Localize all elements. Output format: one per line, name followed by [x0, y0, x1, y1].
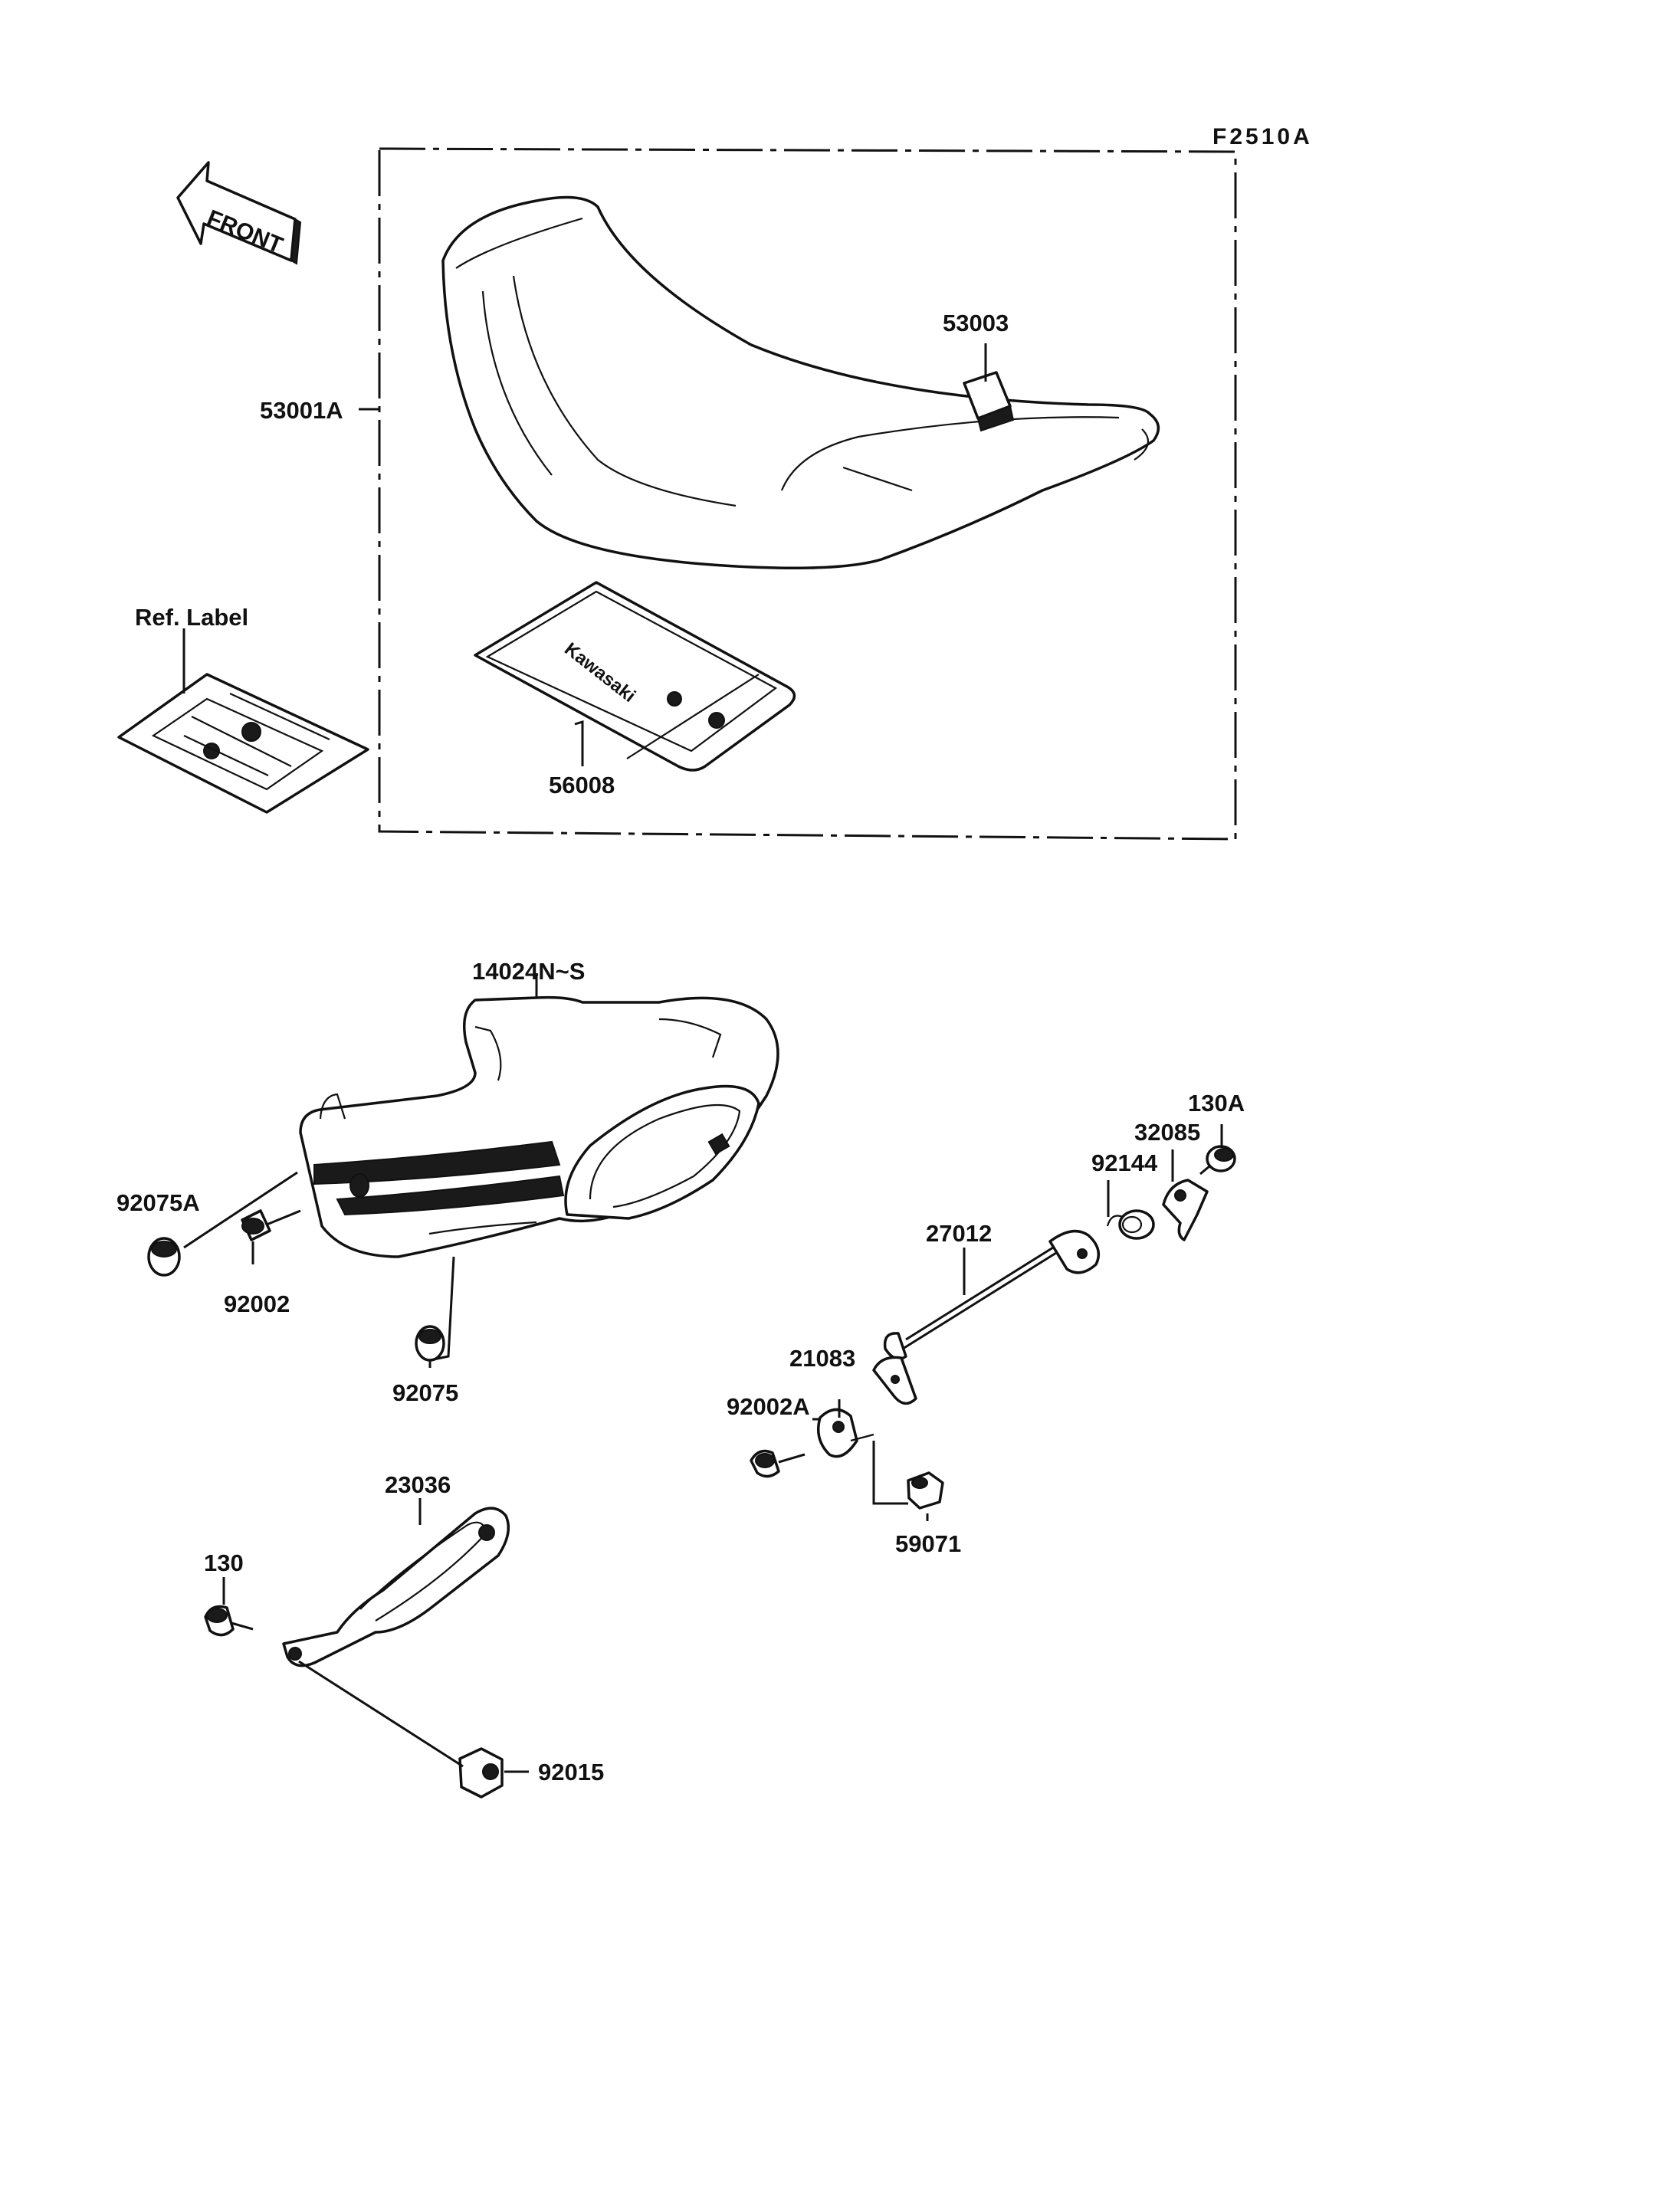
label-bracket: 23036 — [385, 1471, 451, 1498]
bolt-part — [241, 1209, 301, 1241]
bolt-a-part — [750, 1449, 806, 1478]
label-bolt-a: 92002A — [727, 1393, 810, 1420]
seat-assembly-box — [378, 147, 1237, 841]
seat-lock-cable-part — [883, 1229, 1101, 1361]
leader-lines — [183, 343, 1223, 1773]
tail-cover-part — [299, 995, 779, 1258]
label-tool-bag: 56008 — [549, 772, 615, 798]
label-bolt-130a: 130A — [1188, 1090, 1245, 1117]
damper-rubber-a-part — [147, 1237, 181, 1277]
tool-bag-part: Kawasaki — [474, 581, 796, 772]
seat-part — [441, 195, 1160, 569]
label-nut: 92015 — [538, 1759, 604, 1785]
label-lever: 21083 — [789, 1345, 855, 1372]
front-arrow-icon: FRONT — [176, 161, 302, 265]
cable-bracket-part — [817, 1408, 874, 1458]
label-bolt-130: 130 — [204, 1549, 244, 1576]
label-seat: 53001A — [260, 397, 343, 424]
figure-code: F2510A — [1212, 124, 1313, 149]
bolt-130a-part — [1199, 1145, 1236, 1176]
label-lock-plate: 32085 — [1134, 1119, 1200, 1146]
spring-part — [1106, 1209, 1155, 1240]
label-seat-lock-cable: 27012 — [926, 1220, 992, 1247]
label-damper-rubber: 92075 — [392, 1379, 458, 1406]
lock-plate-part — [1162, 1179, 1209, 1241]
label-tail-cover: 14024N~S — [472, 958, 585, 985]
bracket-part — [282, 1507, 510, 1667]
label-ref-label: Ref. Label — [135, 604, 248, 631]
seat-lock-part — [907, 1471, 944, 1510]
bolt-130-part — [204, 1605, 254, 1637]
label-seat-strap: 53003 — [943, 310, 1009, 336]
ref-label-part — [117, 628, 369, 814]
label-spring: 92144 — [1091, 1149, 1158, 1176]
nut-part — [458, 1747, 504, 1799]
label-seat-lock: 59071 — [895, 1530, 961, 1557]
label-damper-rubber-a: 92075A — [116, 1189, 200, 1216]
label-bolt: 92002 — [224, 1290, 290, 1317]
damper-rubber-part — [415, 1325, 445, 1362]
lever-part — [872, 1356, 917, 1405]
